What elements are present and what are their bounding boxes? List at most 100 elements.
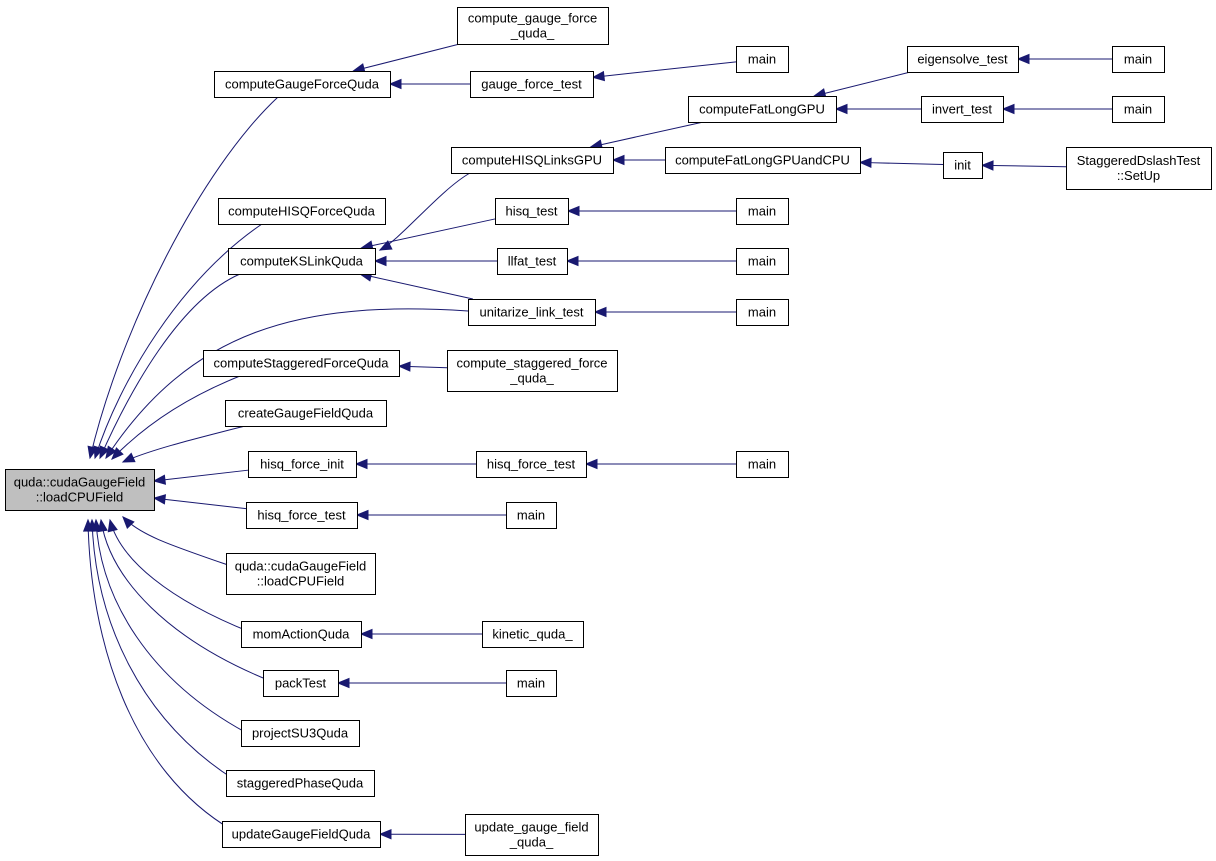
node-box	[226, 770, 375, 797]
edge-cgfieldq-to-root	[121, 425, 246, 463]
edge-arrowhead	[354, 458, 368, 470]
node-hfi[interactable]: hisq_force_init	[248, 451, 357, 478]
node-label: main	[1124, 102, 1152, 117]
edge-spq-to-root	[87, 518, 236, 781]
node-main1[interactable]: main	[736, 46, 789, 73]
node-chfq[interactable]: computeHISQForceQuda	[218, 198, 386, 225]
edge-arrowhead	[834, 103, 848, 115]
node-main7[interactable]: main	[736, 451, 789, 478]
node-label: createGaugeFieldQuda	[238, 406, 374, 421]
node-unit[interactable]: unitarize_link_test	[468, 299, 596, 326]
edge-arrowhead	[593, 306, 607, 318]
node-llfat[interactable]: llfat_test	[497, 248, 568, 275]
node-box	[736, 198, 789, 225]
node-ugfq[interactable]: updateGaugeFieldQuda	[222, 821, 381, 848]
edge-arrowhead	[359, 628, 373, 640]
nodes-layer: quda::cudaGaugeField::loadCPUField comput…	[5, 7, 1212, 856]
node-cgfq_[interactable]: compute_gauge_force_quda_	[457, 7, 609, 45]
node-box	[497, 248, 568, 275]
node-box	[451, 147, 614, 174]
node-main6[interactable]: main	[736, 299, 789, 326]
node-label: _quda_	[509, 371, 554, 386]
node-gft[interactable]: gauge_force_test	[470, 71, 594, 98]
node-label: quda::cudaGaugeField	[14, 475, 146, 490]
edge-sds-to-init	[980, 160, 1067, 171]
node-label: main	[1124, 52, 1152, 67]
node-label: main	[748, 204, 776, 219]
edge-line	[823, 71, 911, 95]
node-label: main	[517, 676, 545, 691]
node-box	[225, 400, 387, 427]
node-eig[interactable]: eigensolve_test	[907, 46, 1019, 73]
node-hisqt[interactable]: hisq_test	[495, 198, 569, 225]
edge-unit-to-root	[105, 308, 469, 460]
node-cksl[interactable]: computeKSLinkQuda	[228, 248, 376, 275]
node-init[interactable]: init	[943, 152, 983, 179]
node-hft1[interactable]: hisq_force_test	[246, 502, 358, 529]
node-label: updateGaugeFieldQuda	[232, 827, 372, 842]
node-hft2[interactable]: hisq_force_test	[476, 451, 587, 478]
node-main3[interactable]: main	[1112, 96, 1165, 123]
node-label: unitarize_link_test	[479, 305, 583, 320]
node-csfq[interactable]: computeStaggeredForceQuda	[203, 350, 400, 377]
node-main9[interactable]: main	[506, 670, 557, 697]
edge-line	[379, 172, 471, 251]
node-box	[248, 451, 357, 478]
node-box	[736, 46, 789, 73]
edge-line	[600, 121, 704, 146]
edge-kin-to-mom	[359, 628, 482, 640]
node-chisq[interactable]: computeHISQLinksGPU	[451, 147, 614, 174]
node-label: hisq_test	[505, 204, 557, 219]
node-label: ::SetUp	[1117, 168, 1160, 183]
node-cgf2[interactable]: quda::cudaGaugeField::loadCPUField	[226, 553, 376, 595]
edge-cflgpu-to-chisq	[589, 121, 704, 150]
edge-line	[408, 366, 448, 369]
node-label: computeFatLongGPUandCPU	[675, 153, 850, 168]
node-cgfq[interactable]: computeGaugeForceQuda	[214, 71, 391, 98]
node-box	[228, 248, 376, 275]
node-spq[interactable]: staggeredPhaseQuda	[226, 770, 375, 797]
node-box	[214, 71, 391, 98]
edge-arrowhead	[591, 70, 605, 82]
node-label: main	[748, 254, 776, 269]
node-box	[1112, 96, 1165, 123]
node-kin[interactable]: kinetic_quda_	[482, 621, 584, 648]
node-box	[495, 198, 569, 225]
node-ugfq_[interactable]: update_gauge_field_quda_	[465, 814, 599, 856]
node-label: hisq_force_init	[260, 457, 344, 472]
edge-pack-to-root	[97, 518, 269, 681]
edge-arrowhead	[378, 240, 393, 251]
node-cflgc[interactable]: computeFatLongGPUandCPU	[665, 147, 861, 174]
node-label: compute_gauge_force	[468, 11, 597, 26]
node-main5[interactable]: main	[736, 248, 789, 275]
node-csfq_[interactable]: compute_staggered_force_quda_	[447, 350, 618, 392]
edge-hfi-to-root	[152, 469, 249, 485]
node-psu3[interactable]: projectSU3Quda	[241, 720, 360, 747]
edge-init-to-cflgc	[858, 157, 944, 168]
edge-ugfq_-to-ugfq	[378, 828, 466, 840]
node-inv[interactable]: invert_test	[921, 96, 1004, 123]
node-label: packTest	[275, 676, 327, 691]
node-box	[506, 502, 557, 529]
node-cgfieldq[interactable]: createGaugeFieldQuda	[225, 400, 387, 427]
node-main2[interactable]: main	[1112, 46, 1165, 73]
node-main8[interactable]: main	[506, 502, 557, 529]
node-sds[interactable]: StaggeredDslashTest::SetUp	[1066, 147, 1212, 190]
edge-main7-to-hft2	[584, 458, 736, 470]
edge-line	[122, 425, 246, 463]
node-box	[447, 350, 618, 392]
node-label: hisq_force_test	[257, 508, 346, 523]
edge-hft1-to-root	[152, 494, 247, 510]
node-cflgpu[interactable]: computeFatLongGPU	[688, 96, 837, 123]
node-label: computeFatLongGPU	[699, 102, 825, 117]
node-label: ::loadCPUField	[257, 574, 344, 589]
node-main4[interactable]: main	[736, 198, 789, 225]
node-root[interactable]: quda::cudaGaugeField::loadCPUField	[5, 469, 155, 511]
edge-cksl-to-root	[99, 273, 241, 460]
edge-llfat-to-cksl	[373, 255, 497, 267]
edge-main1-to-gft	[591, 61, 737, 82]
edge-unit-to-cksl	[358, 271, 473, 300]
node-pack[interactable]: packTest	[263, 670, 339, 697]
node-mom[interactable]: momActionQuda	[241, 621, 362, 648]
edge-main9-to-pack	[336, 677, 506, 689]
